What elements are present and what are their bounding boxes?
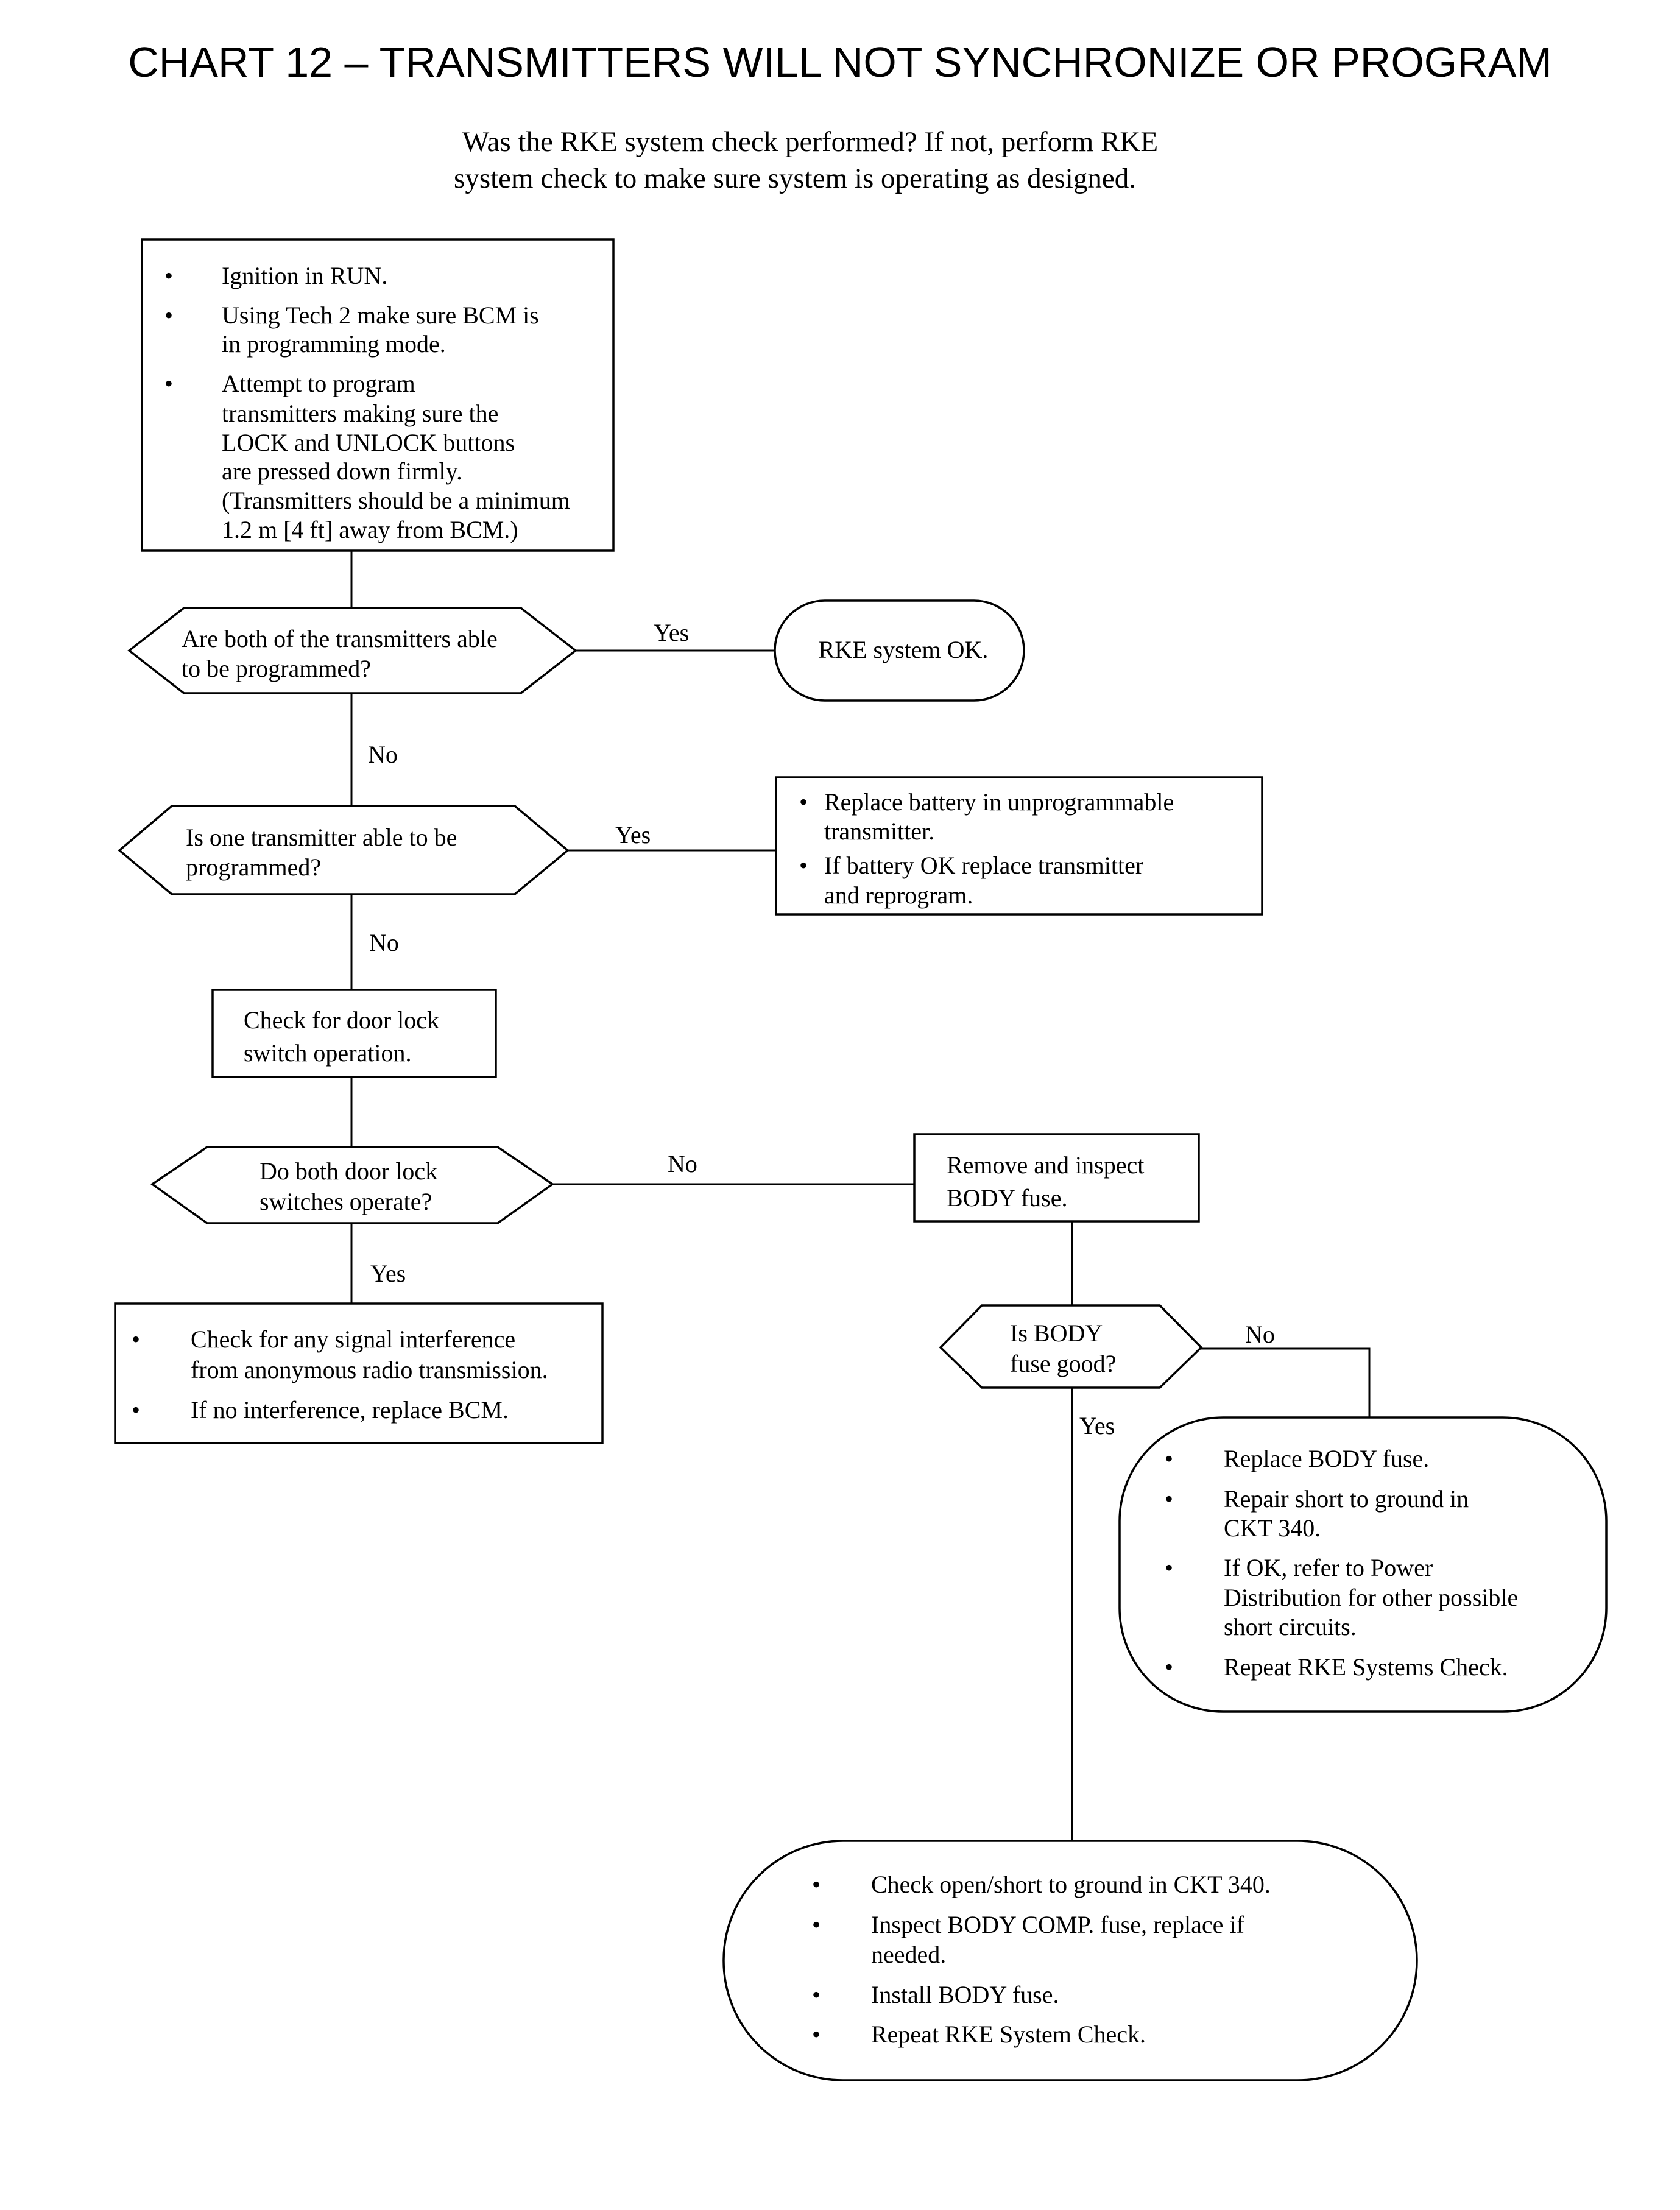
q2-yes-label: Yes [615, 821, 651, 849]
bullet-mark: • [1165, 1554, 1173, 1581]
replace-battery-box: • Replace battery in unprogrammable tran… [775, 776, 1263, 916]
signal-b1-line1: Check for any signal interference [191, 1326, 515, 1353]
inspect-line1: Remove and inspect [947, 1151, 1144, 1179]
bullet-mark: • [1165, 1653, 1173, 1681]
step1-b3-line2: transmitters making sure the [222, 400, 498, 427]
signal-b1-line2: from anonymous radio transmission. [191, 1356, 548, 1383]
fusebad-b3-line2: Distribution for other possible [1224, 1584, 1518, 1611]
decision-both-transmitters: Are both of the transmitters able to be … [127, 607, 577, 694]
decision-door-switches: Do both door lock switches operate? [150, 1146, 555, 1224]
connectors [350, 551, 1371, 1841]
q1-no-label: No [368, 741, 398, 768]
fusebad-b1-line1: Replace BODY fuse. [1224, 1445, 1429, 1472]
switch-line2: switch operation. [244, 1039, 412, 1067]
bullet-mark: • [164, 262, 173, 289]
inspect-fuse-box: Remove and inspect BODY fuse. [913, 1133, 1200, 1223]
intro-line-1: Was the RKE system check performed? If n… [462, 126, 1158, 158]
bullet-mark: • [164, 370, 173, 397]
q3-line2: switches operate? [259, 1188, 432, 1215]
inspect-line2: BODY fuse. [947, 1184, 1068, 1212]
step1-b1-line1: Ignition in RUN. [222, 262, 387, 289]
q4-line1: Is BODY [1010, 1319, 1103, 1347]
battery-b2-line1: If battery OK replace transmitter [824, 852, 1143, 879]
q3-yes-label: Yes [370, 1260, 406, 1287]
bullet-mark: • [812, 1871, 821, 1898]
bullet-mark: • [812, 1981, 821, 2008]
fusegood-b1-line1: Check open/short to ground in CKT 340. [871, 1871, 1271, 1898]
q4-yes-label: Yes [1079, 1412, 1115, 1439]
q4-no-label: No [1245, 1321, 1275, 1348]
bullet-mark: • [1165, 1445, 1173, 1472]
switch-line1: Check for door lock [244, 1006, 439, 1034]
bullet-mark: • [132, 1326, 140, 1353]
fuse-bad-terminal: • Replace BODY fuse. • Repair short to g… [1118, 1416, 1608, 1713]
check-switch-box: Check for door lock switch operation. [211, 989, 497, 1078]
step1-b3-line6: 1.2 m [4 ft] away from BCM.) [222, 516, 518, 543]
connector-q4-no [1200, 1347, 1371, 1417]
decision-one-transmitter: Is one transmitter able to be programmed… [118, 805, 570, 895]
q2-no-label: No [369, 929, 399, 956]
terminal-rke-ok: RKE system OK. [774, 599, 1025, 702]
q1-line1: Are both of the transmitters able [182, 625, 498, 652]
bullet-mark: • [132, 1396, 140, 1424]
step1-b3-line4: are pressed down firmly. [222, 457, 462, 485]
q4-line2: fuse good? [1010, 1350, 1116, 1377]
fusegood-b2-line1: Inspect BODY COMP. fuse, replace if [871, 1911, 1245, 1938]
q3-line1: Do both door lock [259, 1157, 437, 1185]
q2-line2: programmed? [186, 853, 321, 881]
rke-ok-text: RKE system OK. [819, 636, 989, 663]
bullet-mark: • [799, 852, 808, 879]
fusebad-b3-line3: short circuits. [1224, 1613, 1357, 1640]
fusebad-b2-line2: CKT 340. [1224, 1514, 1321, 1542]
step1-b3-line1: Attempt to program [222, 370, 415, 397]
q1-yes-label: Yes [654, 619, 689, 646]
battery-b1-line2: transmitter. [824, 817, 934, 845]
fusebad-b2-line1: Repair short to ground in [1224, 1485, 1469, 1513]
signal-b2-line1: If no interference, replace BCM. [191, 1396, 509, 1424]
q1-line2: to be programmed? [182, 655, 371, 682]
bullet-mark: • [812, 2021, 821, 2048]
step1-b2-line2: in programming mode. [222, 330, 446, 358]
fusegood-b3-line1: Install BODY fuse. [871, 1981, 1059, 2008]
fusegood-b4-line1: Repeat RKE System Check. [871, 2021, 1146, 2048]
q2-line1: Is one transmitter able to be [186, 824, 457, 851]
battery-b1-line1: Replace battery in unprogrammable [824, 788, 1174, 816]
fuse-good-terminal: • Check open/short to ground in CKT 340.… [722, 1840, 1418, 2081]
signal-check-box: • Check for any signal interference from… [114, 1302, 604, 1444]
chart-title: CHART 12 – TRANSMITTERS WILL NOT SYNCHRO… [128, 38, 1552, 86]
q3-no-label: No [668, 1150, 697, 1177]
bullet-mark: • [812, 1911, 821, 1938]
fusegood-b2-line2: needed. [871, 1941, 946, 1968]
battery-b2-line2: and reprogram. [824, 881, 973, 909]
fusebad-b3-line1: If OK, refer to Power [1224, 1554, 1433, 1581]
step1-b3-line5: (Transmitters should be a minimum [222, 487, 570, 514]
step1-b2-line1: Using Tech 2 make sure BCM is [222, 302, 539, 329]
step1-box: • Ignition in RUN. • Using Tech 2 make s… [141, 238, 615, 552]
fusebad-b4-line1: Repeat RKE Systems Check. [1224, 1653, 1508, 1681]
bullet-mark: • [164, 302, 173, 329]
bullet-mark: • [799, 788, 808, 816]
step1-b3-line3: LOCK and UNLOCK buttons [222, 429, 515, 456]
decision-body-fuse: Is BODY fuse good? [939, 1304, 1203, 1389]
bullet-mark: • [1165, 1485, 1173, 1513]
intro-line-2: system check to make sure system is oper… [454, 163, 1136, 194]
